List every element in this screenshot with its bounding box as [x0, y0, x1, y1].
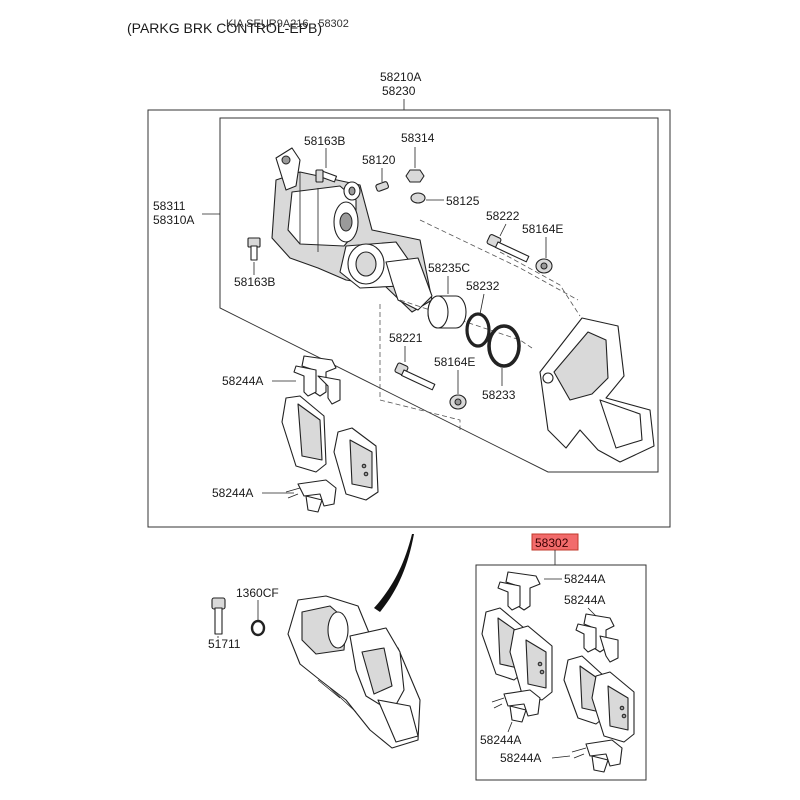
pad-kit-frame	[475, 564, 647, 781]
diagram-title: (PARKG BRK CONTROL-EPB)	[127, 20, 322, 36]
label-58120[interactable]: 58120	[362, 153, 396, 167]
label-1360cf[interactable]: 1360CF	[236, 586, 279, 600]
bolt-58163b-top[interactable]	[315, 169, 338, 183]
seal-58232[interactable]	[465, 312, 491, 348]
label-51711[interactable]: 51711	[208, 637, 241, 651]
mounted-caliper-drawing[interactable]	[287, 595, 421, 749]
label-58221[interactable]: 58221	[389, 331, 423, 345]
bolt-51711[interactable]	[211, 597, 226, 635]
caliper-body-drawing[interactable]	[271, 147, 433, 313]
guide-pin-58221[interactable]	[394, 362, 436, 391]
label-kit-58244a-1[interactable]: 58244A	[564, 572, 605, 586]
bleeder-58120[interactable]	[343, 181, 389, 201]
carrier-bracket[interactable]	[539, 317, 655, 463]
guide-pin-58222[interactable]	[486, 234, 530, 263]
boot-58164e-bottom[interactable]	[449, 394, 467, 410]
label-58232[interactable]: 58232	[466, 279, 500, 293]
kit-clip-58244a-4[interactable]	[571, 739, 623, 773]
label-58222[interactable]: 58222	[486, 209, 520, 223]
label-58311[interactable]: 58311	[153, 199, 186, 213]
washer-1360cf[interactable]	[250, 619, 266, 637]
label-58302[interactable]: 58302	[535, 536, 569, 550]
label-58163b-top[interactable]: 58163B	[304, 134, 345, 148]
kit-brake-pad-4[interactable]	[591, 671, 635, 743]
kit-brake-pad-2[interactable]	[509, 625, 553, 701]
assembly-frame	[147, 109, 671, 528]
clip-58244a-bottom[interactable]	[285, 479, 337, 513]
reference-arrow	[374, 534, 414, 612]
label-kit-58244a-4[interactable]: 58244A	[500, 751, 541, 765]
label-58244a-top[interactable]: 58244A	[222, 374, 263, 388]
cap-58125[interactable]	[410, 192, 426, 204]
nut-58314[interactable]	[405, 169, 425, 183]
label-58314[interactable]: 58314	[401, 131, 435, 145]
label-kit-58244a-3[interactable]: 58244A	[480, 733, 521, 747]
label-58310a[interactable]: 58310A	[153, 213, 194, 227]
leader-kit-58244a-2	[587, 607, 597, 617]
label-58244a-bottom[interactable]: 58244A	[212, 486, 253, 500]
boot-58164e-top[interactable]	[535, 258, 553, 274]
label-kit-58244a-2[interactable]: 58244A	[564, 593, 605, 607]
brake-pad-outer[interactable]	[333, 427, 379, 501]
label-58163b-left[interactable]: 58163B	[234, 275, 275, 289]
leader-58222	[499, 223, 507, 237]
label-58233[interactable]: 58233	[482, 388, 516, 402]
bolt-58163b-left[interactable]	[247, 237, 261, 261]
label-58125[interactable]: 58125	[446, 194, 480, 208]
leader-58232	[479, 293, 485, 315]
leader-kit-58244a-4	[551, 755, 571, 759]
label-58164e-top[interactable]: 58164E	[522, 222, 563, 236]
caliper-subassembly-frame	[219, 117, 659, 473]
kit-clip-58244a-3[interactable]	[491, 689, 541, 723]
label-58230[interactable]: 58230	[382, 84, 416, 98]
label-58164e-bottom[interactable]: 58164E	[434, 355, 475, 369]
brake-pad-inner[interactable]	[281, 395, 327, 473]
diagram-overlay-caption: KIA SEUR9A216 - 58302	[226, 18, 349, 30]
leader-kit-58244a-3	[507, 721, 513, 733]
label-58210a[interactable]: 58210A	[380, 70, 421, 84]
kit-clip-58244a-1[interactable]	[497, 571, 541, 611]
assembly-guide-lines	[379, 219, 581, 430]
seal-58233[interactable]	[487, 324, 521, 368]
clip-58244a-top[interactable]	[293, 355, 341, 405]
kit-clip-58244a-2[interactable]	[575, 613, 619, 663]
piston-58235c[interactable]	[427, 295, 467, 329]
label-58235c[interactable]: 58235C	[428, 261, 470, 275]
